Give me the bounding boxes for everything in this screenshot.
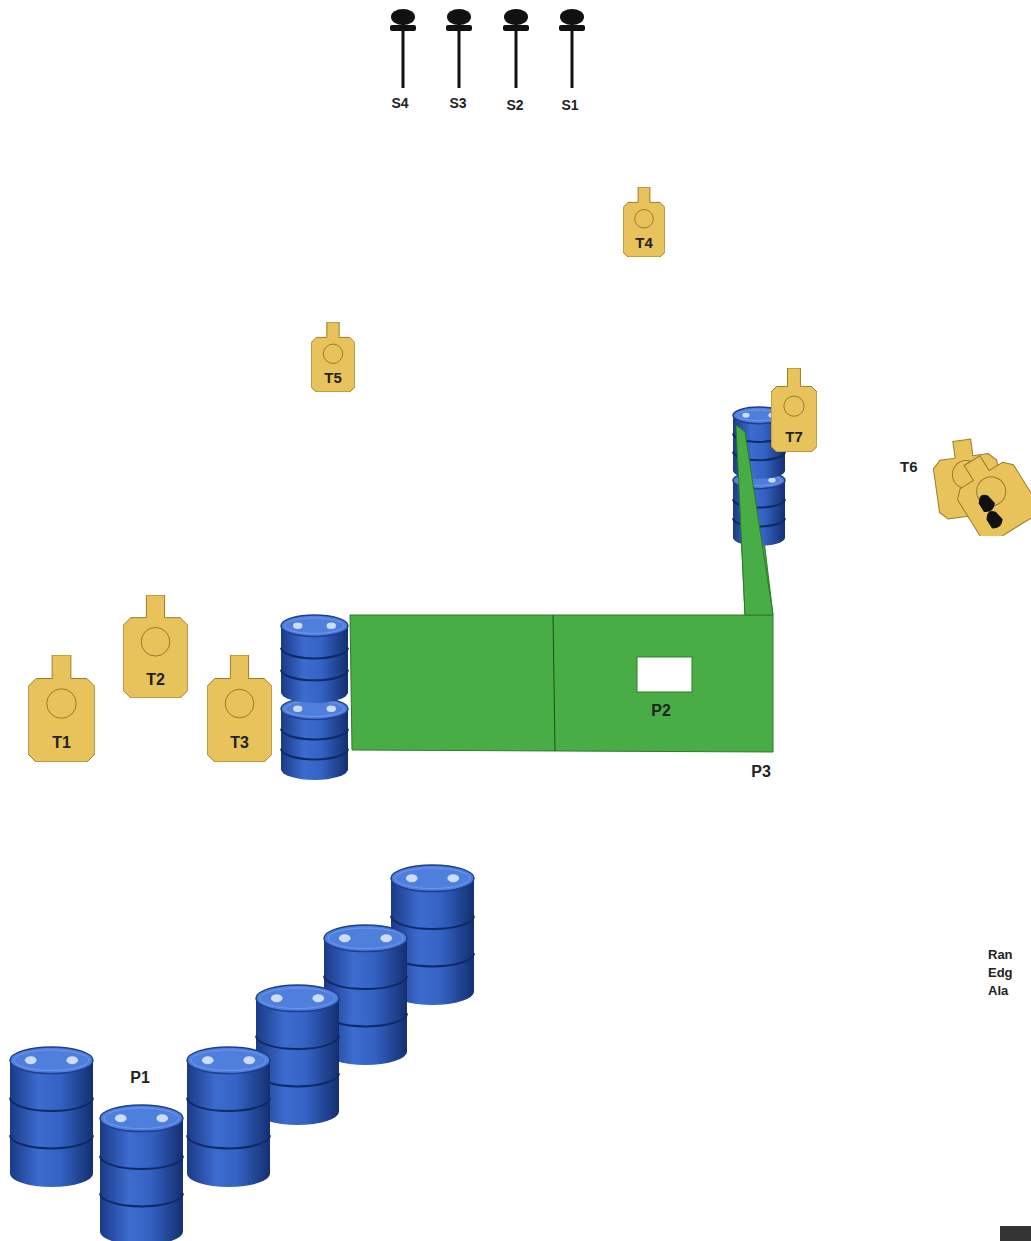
port-window xyxy=(637,657,692,692)
barrel xyxy=(10,1047,93,1187)
barrels xyxy=(281,407,785,780)
target-label: T6 xyxy=(900,459,918,474)
target-label: T5 xyxy=(324,370,342,385)
steel-popper xyxy=(503,9,529,88)
barrel-row xyxy=(10,865,474,1241)
note-text: Ran xyxy=(988,948,1013,962)
paper-target: T7 xyxy=(771,368,817,452)
paper-target: T4 xyxy=(623,187,665,257)
callout-label: S1 xyxy=(561,98,578,113)
callout-label: S4 xyxy=(391,96,408,111)
barrel xyxy=(187,1047,270,1187)
paper-target: T3 xyxy=(207,655,272,762)
callout-label: P2 xyxy=(651,702,671,720)
target-label: T3 xyxy=(230,735,249,751)
paper-target: T6 xyxy=(898,436,1031,536)
steel-popper xyxy=(559,9,585,88)
callout-label: P1 xyxy=(130,1069,150,1087)
note-text: Ala xyxy=(988,984,1008,998)
steel-popper xyxy=(446,9,472,88)
note-text: Edg xyxy=(988,966,1013,980)
callout-label: S3 xyxy=(449,96,466,111)
paper-target: T2 xyxy=(123,595,188,698)
target-label: T4 xyxy=(635,235,653,250)
target-label: T2 xyxy=(146,672,165,688)
steel-plates xyxy=(390,9,585,88)
barrel xyxy=(281,615,348,703)
callout-label: S2 xyxy=(506,98,523,113)
target-label: T1 xyxy=(52,735,71,751)
green-wall xyxy=(736,425,773,615)
target-shape xyxy=(898,436,1031,536)
barrel xyxy=(100,1105,183,1241)
logo-fragment xyxy=(1000,1226,1031,1241)
barrel xyxy=(281,698,348,780)
green-wall xyxy=(350,615,773,752)
callout-label: P3 xyxy=(751,763,771,781)
paper-target: T1 xyxy=(28,655,95,762)
steel-popper xyxy=(390,9,416,88)
target-label: T7 xyxy=(785,429,803,444)
paper-target: T5 xyxy=(311,322,355,392)
